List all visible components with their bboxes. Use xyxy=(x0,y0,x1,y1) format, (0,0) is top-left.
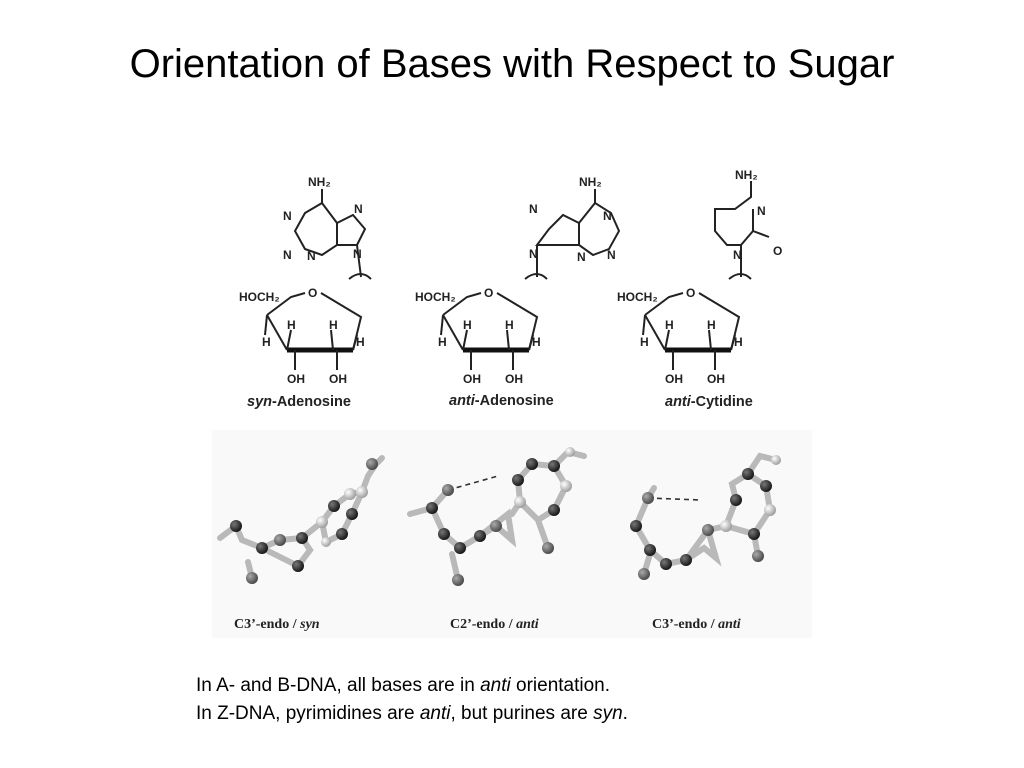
anti-cytidine-structure: NH₂ N N O HOCH₂ O H H H H OH OH anti-Cyt… xyxy=(617,168,782,410)
caption-name: -Cytidine xyxy=(691,394,753,410)
h-label: H xyxy=(262,335,271,349)
h-label: H xyxy=(463,318,472,332)
h-label: H xyxy=(532,335,541,349)
caption-name: -Adenosine xyxy=(272,394,351,410)
oh-label: OH xyxy=(463,372,481,386)
note-line: In Z-DNA, pyrimidines are anti, but puri… xyxy=(196,700,628,728)
model-caption: C3’-endo / anti xyxy=(652,617,741,632)
n-label: N xyxy=(283,248,292,262)
n-label: N xyxy=(529,247,538,261)
hoch2-label: HOCH₂ xyxy=(415,290,456,304)
caption-pucker: C2’-endo / xyxy=(450,617,516,632)
atom-spheres xyxy=(230,458,378,584)
note-text: . xyxy=(622,703,628,724)
n-label: N xyxy=(529,202,538,216)
caption-pucker: C3’-endo / xyxy=(652,617,718,632)
caption-orientation: anti xyxy=(718,617,741,632)
note-emphasis: syn xyxy=(593,703,623,724)
model-caption: C2’-endo / anti xyxy=(450,617,539,632)
hoch2-label: HOCH₂ xyxy=(617,290,658,304)
nh2-label: NH₂ xyxy=(308,175,331,189)
o-label: O xyxy=(484,286,493,300)
oh-label: OH xyxy=(287,372,305,386)
n-label: N xyxy=(607,248,616,262)
oh-label: OH xyxy=(505,372,523,386)
ball-and-stick-panel: C3’-endo / syn C2’-endo / anti C3’-endo … xyxy=(212,430,812,638)
caption-prefix: anti xyxy=(449,393,476,409)
anti-adenosine-structure: NH₂ N N N N N HOCH₂ O H H H H OH OH anti… xyxy=(415,175,621,409)
caption-orientation: syn xyxy=(299,617,320,632)
o-label: O xyxy=(773,244,782,258)
note-emphasis: anti xyxy=(419,703,451,724)
nucleoside-structures: NH₂ N N N N N HOCH₂ O H H H H OH OH syn-… xyxy=(239,168,782,410)
slide-title: Orientation of Bases with Respect to Sug… xyxy=(129,42,895,86)
structure-caption: syn-Adenosine xyxy=(247,394,351,410)
note-text: , but purines are xyxy=(450,703,594,724)
h-label: H xyxy=(640,335,649,349)
h-label: H xyxy=(665,318,674,332)
model-c3-endo-syn xyxy=(217,455,385,584)
caption-prefix: syn xyxy=(247,394,272,410)
o-label: O xyxy=(686,286,695,300)
h-label: H xyxy=(329,318,338,332)
h-label: H xyxy=(707,318,716,332)
h-label: H xyxy=(505,318,514,332)
model-caption: C3’-endo / syn xyxy=(234,617,320,632)
atom-spheres xyxy=(630,455,781,580)
note-emphasis: anti xyxy=(480,675,511,696)
notes: In A- and B-DNA, all bases are in anti o… xyxy=(196,672,628,728)
n-label: N xyxy=(283,209,292,223)
caption-orientation: anti xyxy=(516,617,539,632)
structure-caption: anti-Adenosine xyxy=(449,393,554,409)
note-line: In A- and B-DNA, all bases are in anti o… xyxy=(196,672,628,700)
h-label: H xyxy=(438,335,447,349)
caption-pucker: C3’-endo / xyxy=(234,617,300,632)
atom-spheres xyxy=(426,447,575,586)
nh2-label: NH₂ xyxy=(735,168,758,182)
oh-label: OH xyxy=(707,372,725,386)
note-text: In A- and B-DNA, all bases are in xyxy=(196,675,481,696)
note-text: In Z-DNA, pyrimidines are xyxy=(196,703,420,724)
oh-label: OH xyxy=(665,372,683,386)
n-label: N xyxy=(733,248,742,262)
note-text: orientation. xyxy=(510,675,611,696)
syn-adenosine-structure: NH₂ N N N N N HOCH₂ O H H H H OH OH syn-… xyxy=(239,175,372,410)
n-label: N xyxy=(354,202,363,216)
caption-prefix: anti xyxy=(665,394,692,410)
n-label: N xyxy=(307,249,316,263)
model-c2-endo-anti xyxy=(407,447,587,586)
n-label: N xyxy=(353,247,362,261)
structure-caption: anti-Cytidine xyxy=(665,394,753,410)
nh2-label: NH₂ xyxy=(579,175,602,189)
model-c3-endo-anti xyxy=(630,452,781,580)
h-label: H xyxy=(287,318,296,332)
n-label: N xyxy=(577,250,586,264)
h-label: H xyxy=(356,335,365,349)
n-label: N xyxy=(603,209,612,223)
caption-name: -Adenosine xyxy=(475,393,554,409)
hoch2-label: HOCH₂ xyxy=(239,290,280,304)
oh-label: OH xyxy=(329,372,347,386)
n-label: N xyxy=(757,204,766,218)
o-label: O xyxy=(308,286,317,300)
h-label: H xyxy=(734,335,743,349)
